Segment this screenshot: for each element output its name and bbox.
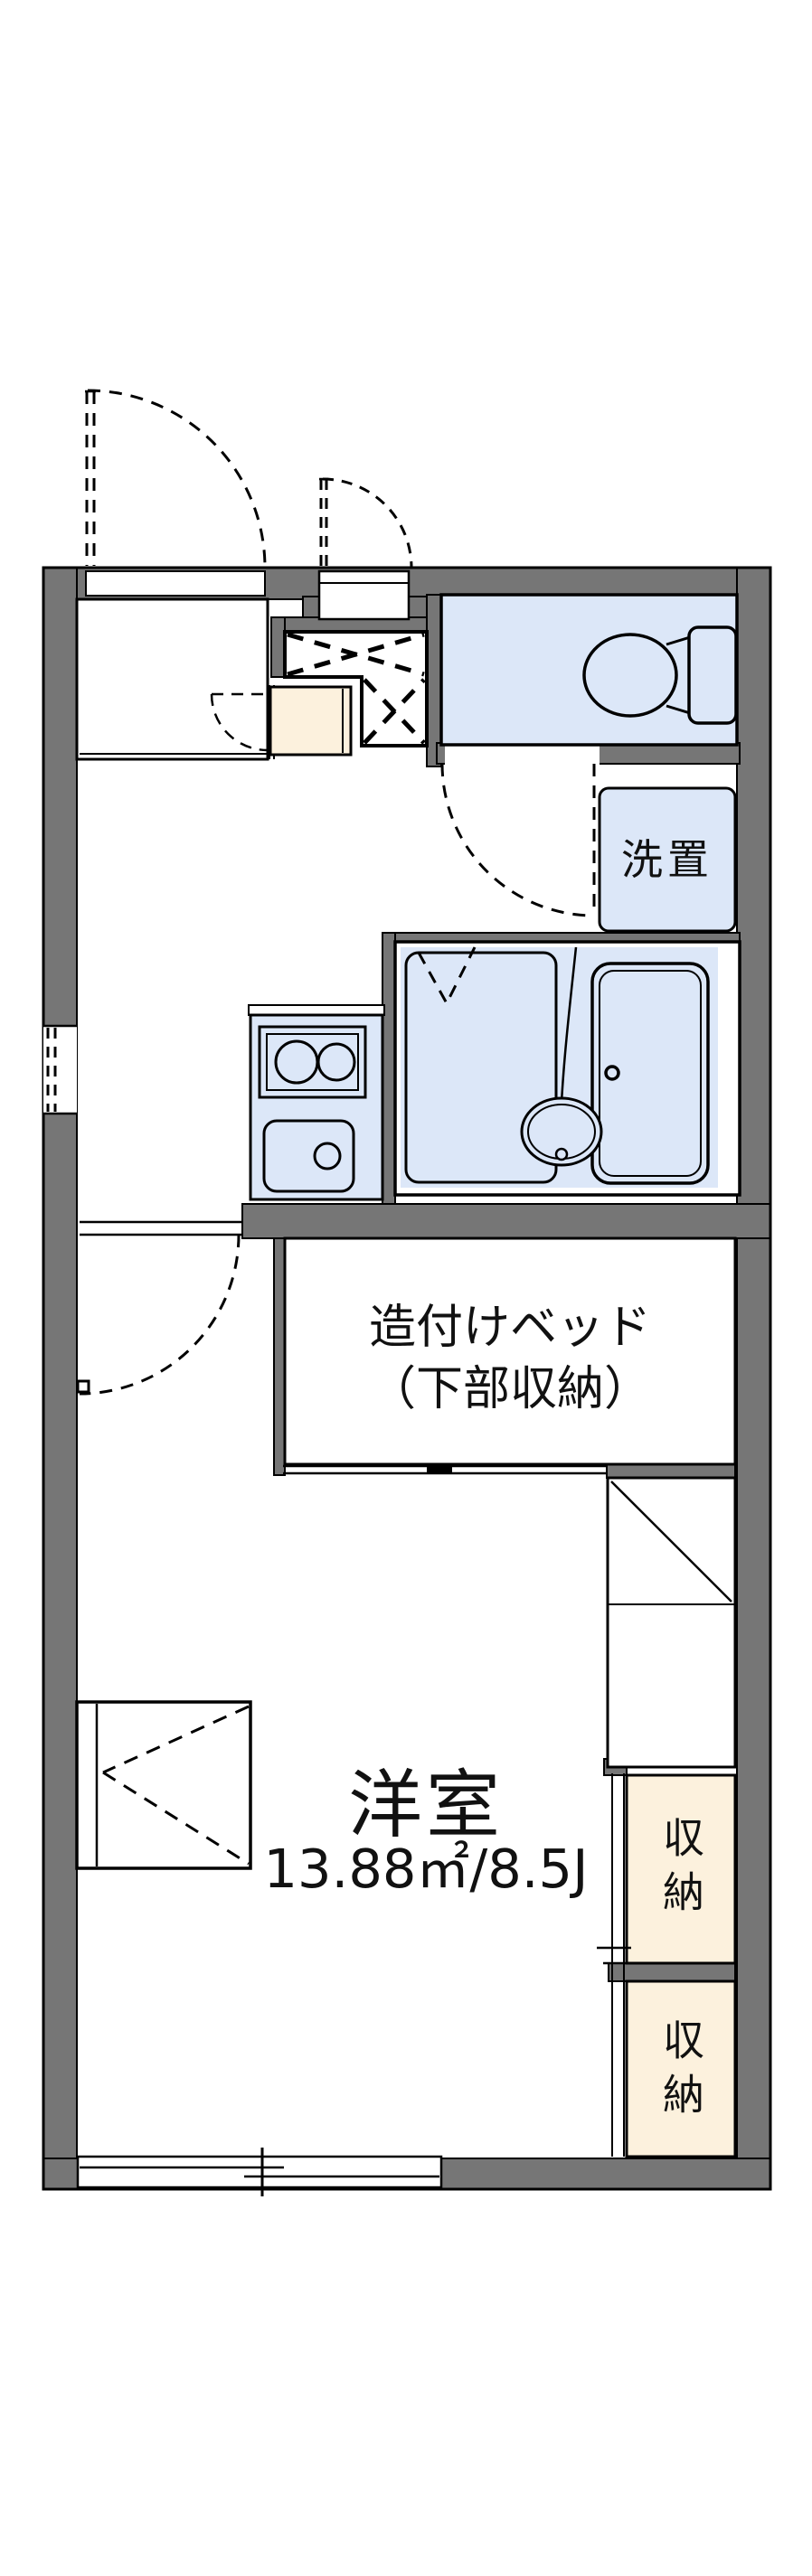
toilet-door-gap [445, 746, 600, 766]
laundry-label: 洗置 [621, 835, 713, 884]
side-window [75, 1700, 252, 1870]
wall-genkan-right-col [426, 594, 442, 767]
room-door [76, 1220, 242, 1396]
wall-storage-divider [608, 1962, 736, 1982]
storage-box-lower [625, 1979, 737, 2158]
bathroom [393, 940, 741, 1197]
wall-genkan-left [270, 616, 286, 678]
sink-icon [262, 1119, 355, 1193]
wall-left [42, 567, 78, 2190]
wall-bed-top [241, 1203, 771, 1239]
shower-area [404, 951, 558, 1184]
main-room-area: 13.88㎡/8.5J [263, 1838, 589, 1900]
wall-kitchen-bath-divider [382, 932, 396, 1207]
stove-icon [258, 1025, 367, 1099]
wash-basin-icon [520, 1096, 603, 1167]
genkan-tile [283, 630, 429, 747]
toilet-room [439, 593, 739, 747]
bed-label-line1: 造付けベッド [368, 1301, 651, 1355]
wall-right [736, 567, 771, 2190]
toilet-icon [582, 625, 738, 725]
meter-box-door-arc [319, 477, 413, 569]
closet-door-track [597, 1773, 637, 2157]
bathtub-icon [590, 962, 710, 1185]
entry-door-opening [85, 570, 266, 597]
open-shelf-cabinet [606, 1476, 737, 1769]
shoe-cabinet [269, 685, 353, 757]
bath-partition-line [560, 946, 578, 1104]
washroom-door-arc [440, 763, 596, 917]
storage-lower-label: 収納 [656, 2018, 705, 2127]
bed-area [283, 1236, 737, 1475]
storage-upper-label: 収納 [656, 1816, 705, 1924]
entry-door-arc [85, 389, 267, 569]
meter-box-niche [317, 569, 411, 621]
laundry-box [598, 786, 737, 933]
bottom-window [76, 2148, 443, 2196]
bed-label-line2: （下部収納） [368, 1362, 651, 1416]
wall-bed-bottom-right [606, 1463, 736, 1479]
kitchen-unit [248, 1004, 385, 1201]
main-room-name: 洋室 [347, 1763, 504, 1848]
storage-box-upper [625, 1773, 737, 1965]
entrance-hall [75, 597, 275, 761]
outer-boundary [42, 566, 772, 2191]
shoe-cabinet-door-arc [210, 692, 269, 752]
wall-bed-left [273, 1237, 286, 1476]
left-wall-window [43, 1024, 77, 1115]
